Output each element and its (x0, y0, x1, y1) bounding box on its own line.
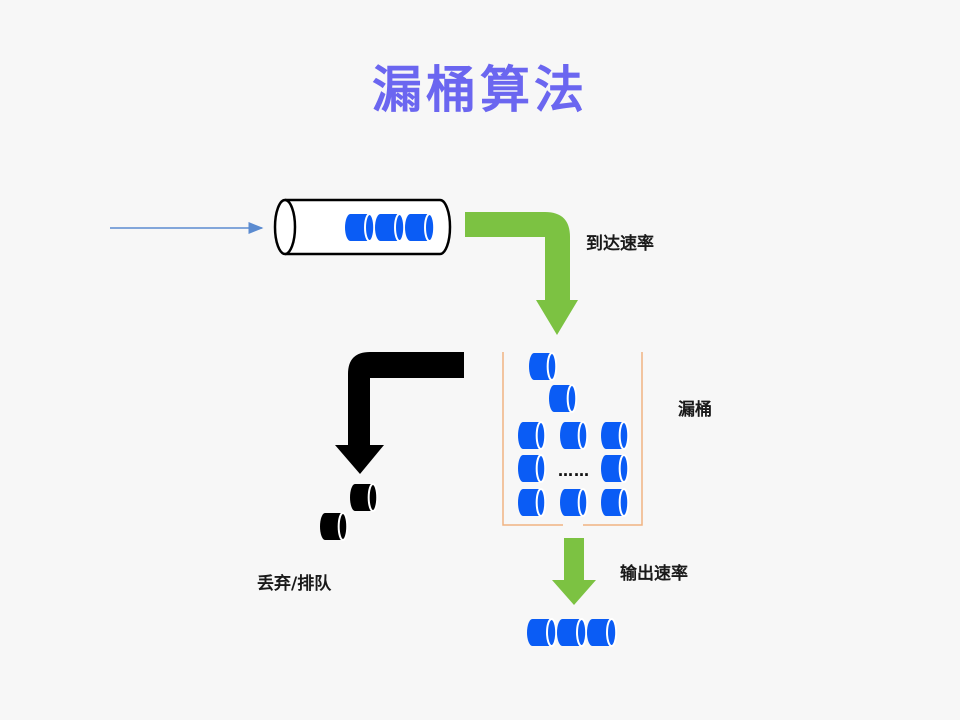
packet-icon (601, 421, 630, 450)
packet-icon (375, 213, 406, 242)
pipe-packets (345, 213, 436, 242)
packet-icon (587, 618, 618, 647)
dropped-packets (320, 483, 379, 541)
arrival-rate-label: 到达速率 (586, 234, 654, 254)
ellipsis-label: …… (558, 462, 590, 480)
packet-icon (560, 488, 589, 517)
packet-icon (527, 618, 558, 647)
packet-icon (405, 213, 436, 242)
dropped-packet-icon (320, 512, 349, 541)
dropped-packet-icon (350, 483, 379, 512)
bucket-packets (518, 352, 630, 517)
output-rate-label: 输出速率 (620, 564, 688, 584)
packet-icon (557, 618, 588, 647)
bucket-outline (502, 352, 643, 526)
packet-icon (518, 488, 547, 517)
bucket-label: 漏桶 (678, 400, 712, 420)
packet-icon (560, 421, 589, 450)
drop-or-queue-label: 丢弃/排队 (257, 574, 332, 594)
packet-icon (548, 384, 578, 413)
output-packets (527, 618, 618, 647)
packet-icon (518, 421, 547, 450)
packet-icon (601, 488, 630, 517)
packet-icon (345, 213, 376, 242)
packet-icon (518, 454, 547, 483)
arrival-arrow (465, 212, 578, 335)
overflow-arrow (335, 352, 464, 474)
packet-icon (601, 454, 630, 483)
diagram-title: 漏桶算法 (372, 61, 588, 119)
packet-icon (528, 352, 558, 381)
output-arrow (552, 538, 596, 605)
